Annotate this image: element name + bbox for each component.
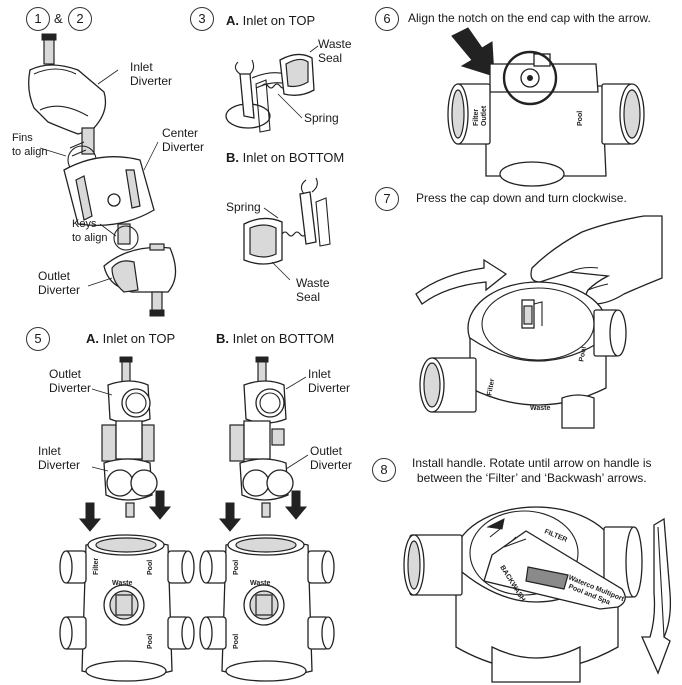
rotate-arrow-icon: [640, 517, 672, 675]
step-7-port-filter: Filter: [486, 378, 496, 396]
install-handle-illustration: FILTER BACKWASH Waterco Multiport Pool a…: [403, 506, 672, 683]
step-number-8: 8: [372, 458, 396, 482]
step-5-b-label-outlet-diverter: Outlet Diverter: [310, 444, 353, 472]
step-3-b-label-spring: Spring: [226, 200, 261, 214]
step-3-b-label-waste-seal: Waste Seal: [296, 276, 330, 304]
step-number-5: 5: [26, 327, 50, 351]
step-8-caption: Install handle. Rotate until arrow on ha…: [412, 456, 652, 485]
step-6-caption: Align the notch on the end cap with the …: [408, 11, 651, 25]
label-keys-to-align: Keys to align: [72, 218, 108, 244]
step-5-a-valve-label-waste: Waste: [112, 580, 132, 587]
step-5-heading-b: B. Inlet on BOTTOM: [216, 331, 334, 346]
step-5-a-title: Inlet on TOP: [102, 331, 176, 346]
step-3-a-title: Inlet on TOP: [242, 13, 316, 28]
step-number-6: 6: [375, 7, 399, 31]
step-5-b-valve-label-pool-upper: Pool: [233, 560, 240, 575]
step-3-a-letter: A.: [226, 13, 239, 28]
step-6-port-outlet: Outlet: [481, 105, 488, 126]
waste-seal-spring-top-illustration: [225, 45, 319, 133]
label-fins-to-align: Fins to align: [12, 132, 48, 158]
step-5-a-label-outlet-diverter: Outlet Diverter: [49, 367, 92, 395]
label-inlet-diverter: Inlet Diverter: [130, 60, 173, 88]
step-number-7: 7: [375, 187, 399, 211]
label-outlet-diverter: Outlet Diverter: [38, 269, 81, 297]
step-5-a-illustration: Waste Pool Filter Pool: [59, 356, 195, 682]
diverter-assembly-illustration: [28, 33, 177, 317]
step-6-port-filter: Filter: [473, 109, 480, 126]
clockwise-arrow-icon: [415, 258, 508, 305]
step-5-b-valve-label-pool-lower: Pool: [233, 634, 240, 649]
step-5-b-title: Inlet on BOTTOM: [232, 331, 335, 346]
step-3-b-title: Inlet on BOTTOM: [242, 150, 345, 165]
label-center-diverter: Center Diverter: [162, 126, 205, 154]
step-5-b-letter: B.: [216, 331, 229, 346]
step-5-a-letter: A.: [86, 331, 99, 346]
waste-seal-spring-bottom-illustration: [243, 177, 331, 281]
step-number-3: 3: [190, 7, 214, 31]
step-5-b-valve-label-waste: Waste: [250, 580, 270, 587]
step-3-a-label-spring: Spring: [304, 111, 339, 125]
press-and-turn-cap-illustration: Waste Filter Pool: [415, 215, 663, 429]
step-5-a-valve-label-filter: Filter: [93, 558, 100, 575]
step-number-1: 1: [26, 7, 50, 31]
step-7-caption: Press the cap down and turn clockwise.: [416, 191, 627, 205]
step-3-heading-a: A. Inlet on TOP: [226, 13, 315, 28]
step-3-b-letter: B.: [226, 150, 239, 165]
step-7-port-pool: Pool: [578, 346, 588, 362]
step-5-heading-a: A. Inlet on TOP: [86, 331, 175, 346]
step-5-b-illustration: Pool Waste Pool: [199, 356, 335, 682]
step-5-a-valve-label-pool-upper: Pool: [147, 560, 154, 575]
step-3-a-label-waste-seal: Waste Seal: [318, 37, 352, 65]
step-7-port-waste: Waste: [530, 405, 550, 412]
step-5-a-label-inlet-diverter: Inlet Diverter: [38, 444, 81, 472]
ampersand: &: [54, 11, 63, 26]
step-6-port-pool: Pool: [577, 111, 584, 126]
align-arrow-icon: [451, 27, 495, 77]
step-3-heading-b: B. Inlet on BOTTOM: [226, 150, 344, 165]
end-cap-notch-illustration: Filter Outlet Pool: [447, 27, 645, 187]
step-5-a-valve-label-pool-lower: Pool: [147, 634, 154, 649]
step-5-b-label-inlet-diverter: Inlet Diverter: [308, 367, 351, 395]
step-number-2: 2: [68, 7, 92, 31]
